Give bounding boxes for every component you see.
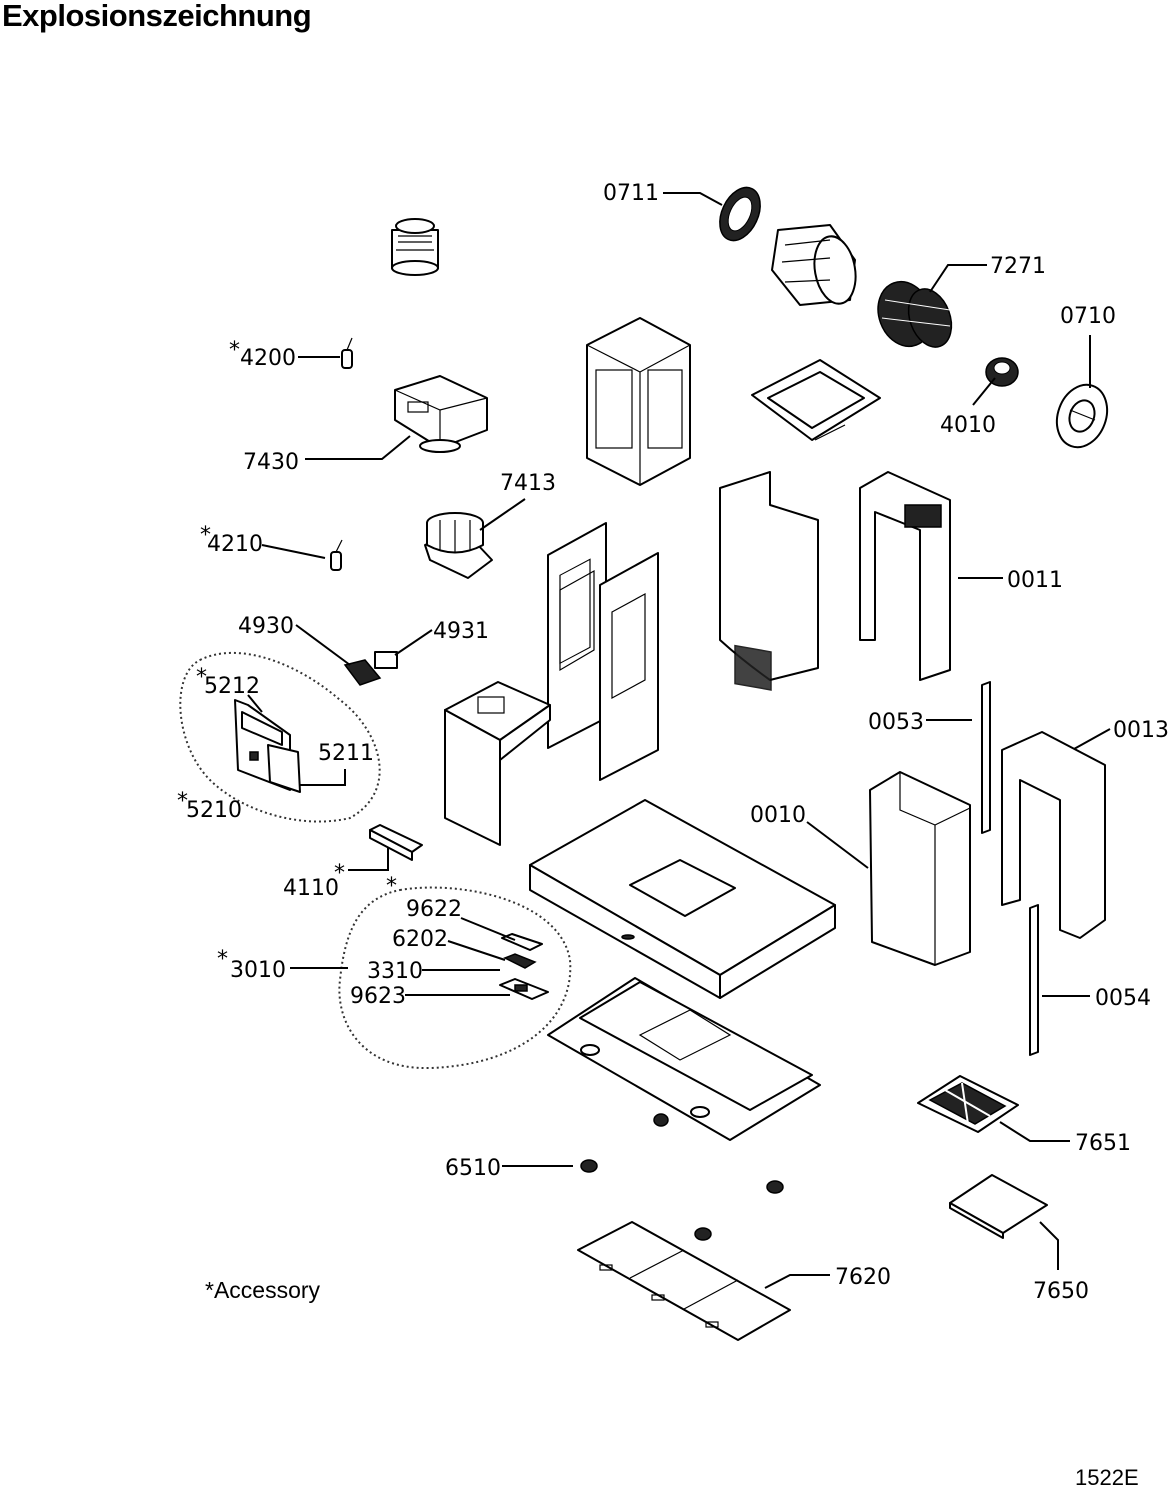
canopy-hood-drawing <box>529 799 836 999</box>
label-4010: 4010 <box>940 413 996 438</box>
label-3010: 3010 <box>230 958 286 983</box>
part-4930-drawing <box>343 659 382 686</box>
label-7620: 7620 <box>835 1265 891 1290</box>
mounting-plate-drawing <box>751 359 881 441</box>
label-7430: 7430 <box>243 450 299 475</box>
part-0054-drawing <box>1029 904 1039 1056</box>
part-0053-drawing <box>981 681 991 834</box>
page-title: Explosionszeichnung <box>2 0 312 33</box>
accessory-mark-3010: * <box>217 947 228 972</box>
label-0710: 0710 <box>1060 304 1116 329</box>
accessory-mark-5212: * <box>196 665 207 690</box>
document-id: 1522E <box>1075 1465 1139 1490</box>
part-0013-drawing <box>1001 731 1106 939</box>
label-0011: 0011 <box>1007 568 1063 593</box>
label-7413: 7413 <box>500 471 556 496</box>
label-0010: 0010 <box>750 803 806 828</box>
blower-housing-drawing <box>771 224 857 306</box>
part-0711-drawing <box>719 186 761 242</box>
label-5211: 5211 <box>318 741 374 766</box>
label-7271: 7271 <box>990 254 1046 279</box>
label-5210: 5210 <box>186 798 242 823</box>
part-7650-drawing <box>949 1174 1048 1239</box>
label-4210: 4210 <box>207 532 263 557</box>
part-4931-drawing <box>374 651 398 669</box>
label-4931: 4931 <box>433 619 489 644</box>
part-0011-drawing <box>719 471 951 691</box>
part-6510-drawing <box>580 1159 784 1241</box>
part-0710-drawing <box>1055 383 1109 449</box>
label-9623: 9623 <box>350 984 406 1009</box>
accessory-mark-4210: * <box>200 523 211 548</box>
label-0013: 0013 <box>1113 718 1169 743</box>
leader-lines <box>247 192 1111 1289</box>
label-0711: 0711 <box>603 181 659 206</box>
label-4110: 4110 <box>283 876 339 901</box>
inner-chimney-drawing <box>547 522 659 781</box>
accessory-mark-4200: * <box>229 338 240 363</box>
label-4930: 4930 <box>238 614 294 639</box>
accessory-mark-4110: * <box>334 861 345 886</box>
part-7271-drawing <box>877 280 953 348</box>
part-7430-drawing <box>394 375 488 453</box>
part-7651-drawing <box>917 1075 1019 1133</box>
label-6202: 6202 <box>392 927 448 952</box>
label-4200: 4200 <box>240 346 296 371</box>
part-4110-drawing <box>369 824 423 861</box>
frame-cage-drawing <box>586 317 691 486</box>
part-4210-drawing <box>330 539 343 571</box>
part-7413-drawing <box>424 512 493 579</box>
accessory-footnote: *Accessory <box>205 1277 321 1303</box>
part-7620-drawing <box>577 1221 791 1341</box>
pcb-drawing <box>234 699 301 793</box>
label-9622: 9622 <box>406 897 462 922</box>
label-0054: 0054 <box>1095 986 1151 1011</box>
lower-box-drawing <box>444 681 551 846</box>
part-0010-drawing <box>869 771 971 966</box>
duct-collar-drawing <box>391 218 439 276</box>
label-0053: 0053 <box>868 710 924 735</box>
part-6202-drawing <box>503 953 537 969</box>
underside-tray-drawing <box>547 977 821 1141</box>
label-5212: 5212 <box>204 674 260 699</box>
accessory-mark-5210: * <box>177 789 188 814</box>
label-3310: 3310 <box>367 959 423 984</box>
label-7651: 7651 <box>1075 1131 1131 1156</box>
label-7650: 7650 <box>1033 1279 1089 1304</box>
part-4200-drawing <box>341 337 353 369</box>
pcb-group-outline <box>179 651 381 823</box>
label-6510: 6510 <box>445 1156 501 1181</box>
accessory-mark-kit: * <box>386 874 397 899</box>
part-9623-drawing <box>499 978 549 1000</box>
